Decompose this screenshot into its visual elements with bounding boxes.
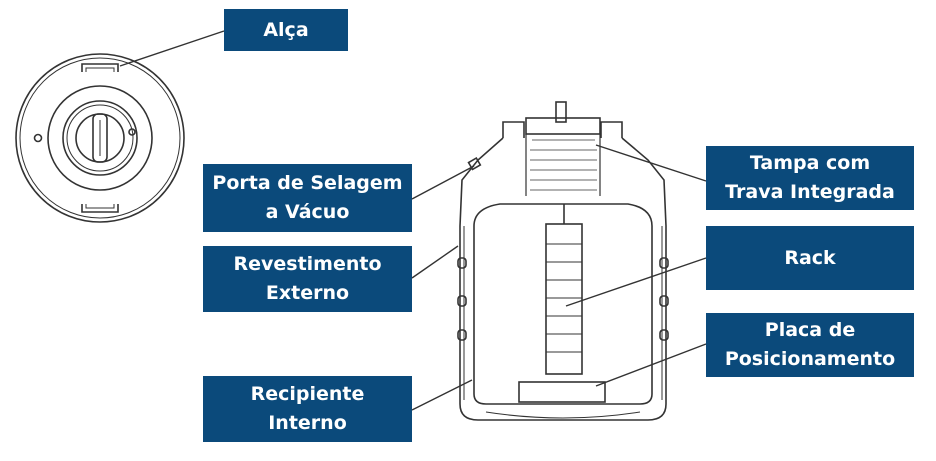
label-positioning-plate: Placa de Posicionamento [706, 313, 914, 377]
label-line: Recipiente [250, 383, 365, 405]
label-handle: Alça [224, 9, 348, 51]
label-line: Externo [265, 282, 350, 304]
label-rack: Rack [706, 226, 914, 290]
label-line: Rack [784, 246, 836, 269]
label-line: Tampa com [749, 152, 871, 174]
label-line: a Vácuo [265, 201, 350, 223]
leader-lines [119, 30, 707, 411]
dewar-side-view [457, 101, 669, 421]
label-line: Posicionamento [724, 348, 896, 370]
label-vacuum-seal-port: Porta de Selagem a Vácuo [203, 164, 412, 232]
top-view-lid [15, 53, 185, 223]
label-line: Placa de [764, 319, 856, 341]
label-line: Trava Integrada [725, 181, 895, 203]
label-line: Interno [268, 412, 347, 434]
label-line: Alça [263, 18, 309, 41]
label-line: Revestimento [233, 253, 382, 275]
label-line: Porta de Selagem [212, 172, 403, 194]
